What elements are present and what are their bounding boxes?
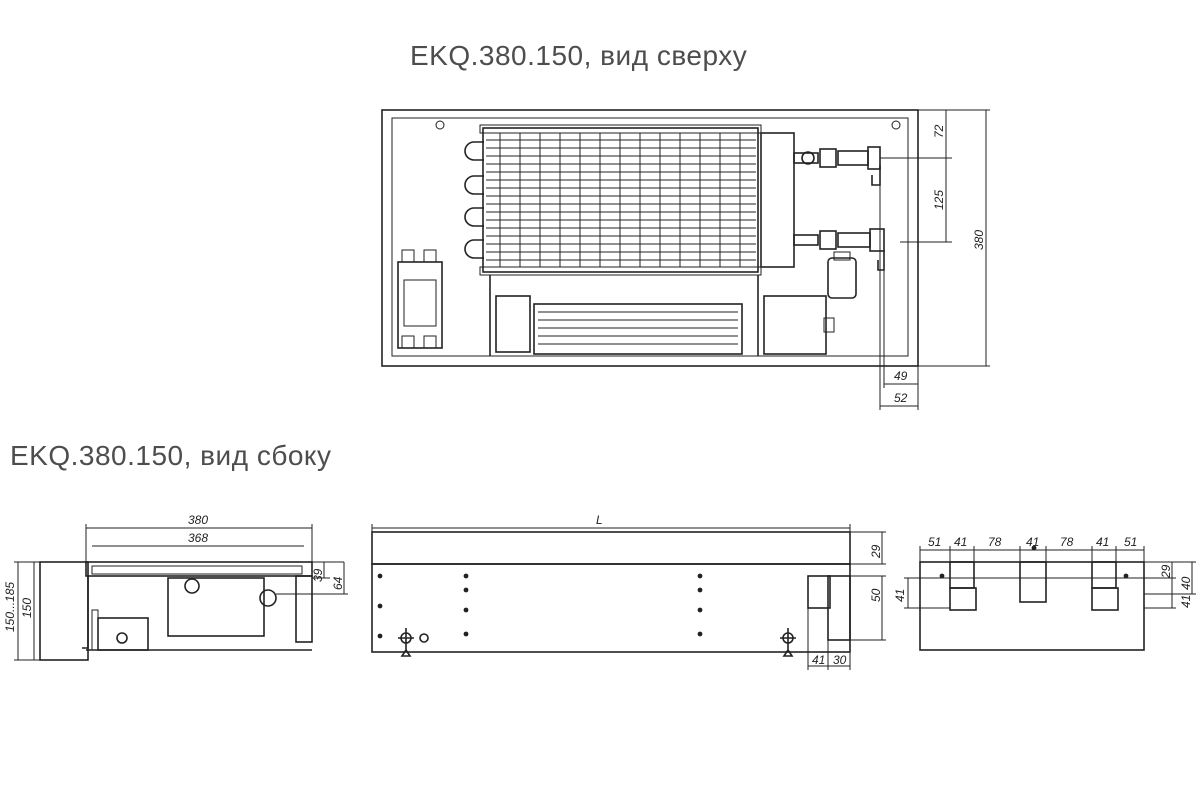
side-view-length: L 29 50 41 30 [371,513,886,670]
dim-30: 30 [833,653,847,667]
dim-29-right: 29 [1159,564,1173,579]
dim-L: L [596,513,603,527]
dim-125: 125 [932,190,946,210]
dim-41-center: 41 [812,653,825,667]
dim-41-left-vertical: 41 [893,589,907,602]
fan-grille [489,275,759,356]
dim-78-b: 78 [1060,535,1074,549]
dim-72: 72 [932,124,946,138]
valve-assembly [793,146,885,299]
dim-41-a: 41 [954,535,967,549]
dim-150: 150 [20,598,34,618]
dim-52: 52 [894,391,908,405]
dim-51-right: 51 [1124,535,1137,549]
side-view-end: 51 41 78 41 78 41 51 29 40 41 41 [893,535,1196,651]
dim-40: 40 [1179,576,1193,590]
heat-exchanger [464,124,795,276]
dim-29-center: 29 [869,544,883,559]
dim-380: 380 [972,230,986,250]
dim-41-vertical: 41 [1179,595,1193,608]
dim-51-left: 51 [928,535,941,549]
dim-78-a: 78 [988,535,1002,549]
dim-41-b: 41 [1026,535,1039,549]
side-view-cross-section: 380 368 39 64 150...185 150 [3,513,348,661]
dim-64: 64 [331,576,345,590]
dim-41-c: 41 [1096,535,1109,549]
top-view-title: EKQ.380.150, вид сверху [410,40,748,71]
dim-150-185: 150...185 [3,582,17,632]
dim-39: 39 [311,568,325,582]
side-view-title: EKQ.380.150, вид сбоку [10,440,332,471]
dim-368: 368 [188,531,208,545]
control-box [763,295,835,355]
dim-380-side: 380 [188,513,208,527]
dim-49: 49 [894,369,908,383]
top-view-drawing: 72 125 380 49 52 [381,109,990,410]
dim-50: 50 [869,588,883,602]
terminal-box [397,249,443,349]
